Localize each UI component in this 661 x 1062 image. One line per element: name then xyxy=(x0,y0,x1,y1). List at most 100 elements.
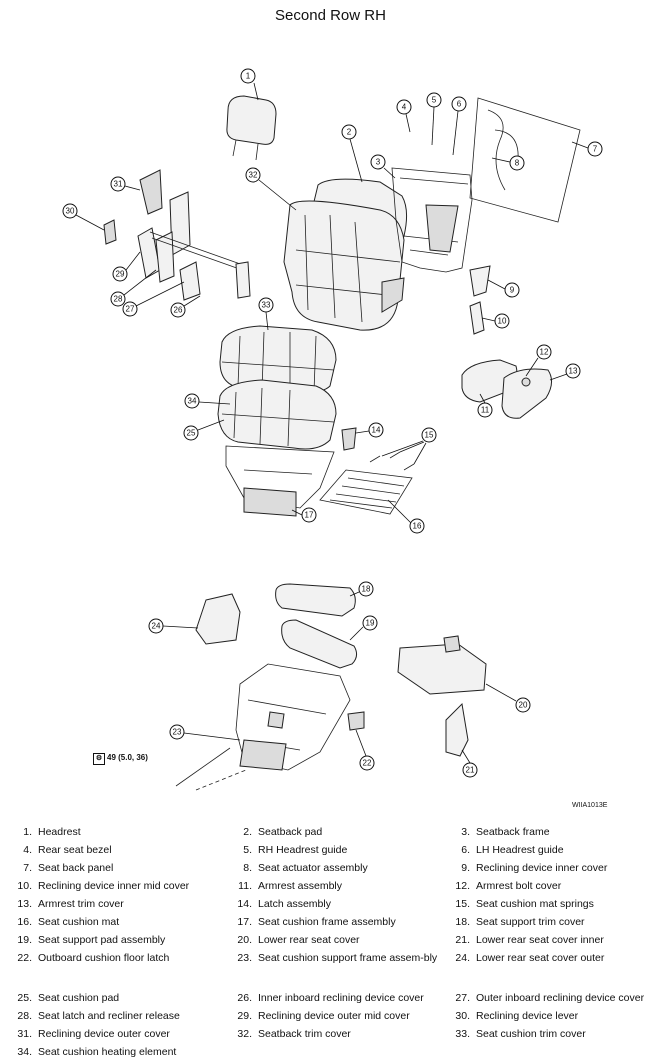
legend-item: 14. Latch assembly xyxy=(228,898,438,911)
legend-label: Seat cushion mat springs xyxy=(476,898,594,910)
svg-text:34: 34 xyxy=(188,397,197,406)
legend-number: 8. xyxy=(243,862,252,874)
legend-label: Inner inboard reclining device cover xyxy=(258,992,424,1004)
legend-label: Reclining device outer cover xyxy=(38,1028,170,1040)
legend-item: 4.Rear seat bezel xyxy=(8,844,218,857)
callout-34: 34 xyxy=(184,393,231,409)
svg-text:29: 29 xyxy=(116,270,125,279)
svg-text:5: 5 xyxy=(432,96,437,105)
legend-item: 21.Lower rear seat cover inner xyxy=(446,934,656,947)
callout-30: 30 xyxy=(62,203,105,231)
legend-number: 13. xyxy=(17,898,32,910)
legend-number: 33. xyxy=(455,1028,470,1040)
svg-text:13: 13 xyxy=(569,367,578,376)
callout-17: 17 xyxy=(291,507,317,523)
legend-number: 14. xyxy=(237,898,252,910)
legend-item: 20.Lower rear seat cover xyxy=(228,934,438,947)
legend-item: 3.Seatback frame xyxy=(446,826,656,839)
svg-text:1: 1 xyxy=(246,72,251,81)
callout-33: 33 xyxy=(258,297,274,331)
svg-text:23: 23 xyxy=(173,728,182,737)
callout-5: 5 xyxy=(426,92,442,146)
callout-2: 2 xyxy=(341,124,363,183)
callout-12: 12 xyxy=(525,344,552,377)
legend-label: Lower rear seat cover xyxy=(258,934,360,946)
legend-item: 6.LH Headrest guide xyxy=(446,844,656,857)
legend-label: Seatback pad xyxy=(258,826,323,838)
legend-item: 5.RH Headrest guide xyxy=(228,844,438,857)
legend-label: Latch assembly xyxy=(258,898,331,910)
legend-number: 23. xyxy=(237,952,252,964)
part-reclining-devices-left xyxy=(103,169,251,301)
part-headrest xyxy=(226,95,277,161)
svg-text:11: 11 xyxy=(481,406,490,415)
legend-label: Seat cushion pad xyxy=(38,992,120,1004)
legend-item: 2. Seatback pad xyxy=(228,826,438,839)
svg-text:27: 27 xyxy=(126,305,135,314)
svg-text:22: 22 xyxy=(363,759,372,768)
legend-label: Seat back panel xyxy=(38,862,114,874)
legend-label: Seat cushion mat xyxy=(38,916,120,928)
callout-13: 13 xyxy=(549,363,581,381)
torque-wrench-icon: ⚙ xyxy=(93,753,105,765)
callout-24: 24 xyxy=(148,618,199,634)
exploded-parts-diagram: 1 2 3 4 5 6 7 8 9 10 11 12 13 14 15 16 1… xyxy=(62,68,603,791)
legend-number: 1. xyxy=(23,826,32,838)
callout-18: 18 xyxy=(349,581,374,597)
svg-text:19: 19 xyxy=(366,619,375,628)
legend-number: 22. xyxy=(17,952,32,964)
svg-text:9: 9 xyxy=(510,286,515,295)
legend-number: 31. xyxy=(17,1028,32,1040)
part-lower-rear-seat-cover-inner xyxy=(445,702,469,757)
callout-7: 7 xyxy=(571,141,603,157)
callout-23: 23 xyxy=(169,724,241,741)
legend-number: 2. xyxy=(243,826,252,838)
legend-number: 32. xyxy=(237,1028,252,1040)
svg-text:4: 4 xyxy=(402,103,407,112)
legend-label: Headrest xyxy=(38,826,81,838)
callout-8: 8 xyxy=(491,155,525,171)
legend-label: Seat actuator assembly xyxy=(258,862,368,874)
legend-label: Seat cushion trim cover xyxy=(476,1028,586,1040)
legend-label: Reclining device lever xyxy=(476,1010,579,1022)
legend-item: 28.Seat latch and recliner release xyxy=(8,1010,218,1023)
part-seat-cushion-trim xyxy=(219,325,337,393)
part-lower-rear-seat-cover xyxy=(397,635,487,695)
legend-number: 26. xyxy=(237,992,252,1004)
legend-number: 12. xyxy=(455,880,470,892)
callout-28: 28 xyxy=(110,269,157,307)
svg-text:30: 30 xyxy=(66,207,75,216)
callout-22: 22 xyxy=(355,729,375,771)
callout-25: 25 xyxy=(183,419,225,441)
legend-number: 3. xyxy=(461,826,470,838)
legend-label: Seat support trim cover xyxy=(476,916,585,928)
callout-29: 29 xyxy=(112,251,141,282)
legend-number: 29. xyxy=(237,1010,252,1022)
legend-item: 16.Seat cushion mat xyxy=(8,916,218,929)
svg-text:17: 17 xyxy=(305,511,314,520)
legend-item: 32.Seatback trim cover xyxy=(228,1028,438,1041)
legend-label: Seat cushion heating element xyxy=(38,1046,177,1058)
svg-text:33: 33 xyxy=(262,301,271,310)
svg-text:3: 3 xyxy=(376,158,381,167)
callout-6: 6 xyxy=(451,96,467,156)
legend-label: Seat latch and recliner release xyxy=(38,1010,180,1022)
svg-text:14: 14 xyxy=(372,426,381,435)
legend-label: Reclining device outer mid cover xyxy=(258,1010,410,1022)
svg-text:32: 32 xyxy=(249,171,258,180)
legend-item: 18.Seat support trim cover xyxy=(446,916,656,929)
svg-text:21: 21 xyxy=(466,766,475,775)
legend-label: Armrest bolt cover xyxy=(476,880,562,892)
legend-item: 22.Outboard cushion floor latch xyxy=(8,952,218,965)
svg-text:7: 7 xyxy=(593,145,598,154)
callout-26: 26 xyxy=(170,295,201,318)
callout-9: 9 xyxy=(487,279,520,298)
legend-label: RH Headrest guide xyxy=(258,844,348,856)
legend-item: 8. Seat actuator assembly xyxy=(228,862,438,875)
callout-10: 10 xyxy=(481,313,510,329)
legend-label: Seat cushion frame assembly xyxy=(258,916,396,928)
part-seat-cushion-frame xyxy=(225,445,335,517)
legend-label: Lower rear seat cover inner xyxy=(476,934,604,946)
callout-1: 1 xyxy=(240,68,259,101)
legend-label: Seat support pad assembly xyxy=(38,934,166,946)
